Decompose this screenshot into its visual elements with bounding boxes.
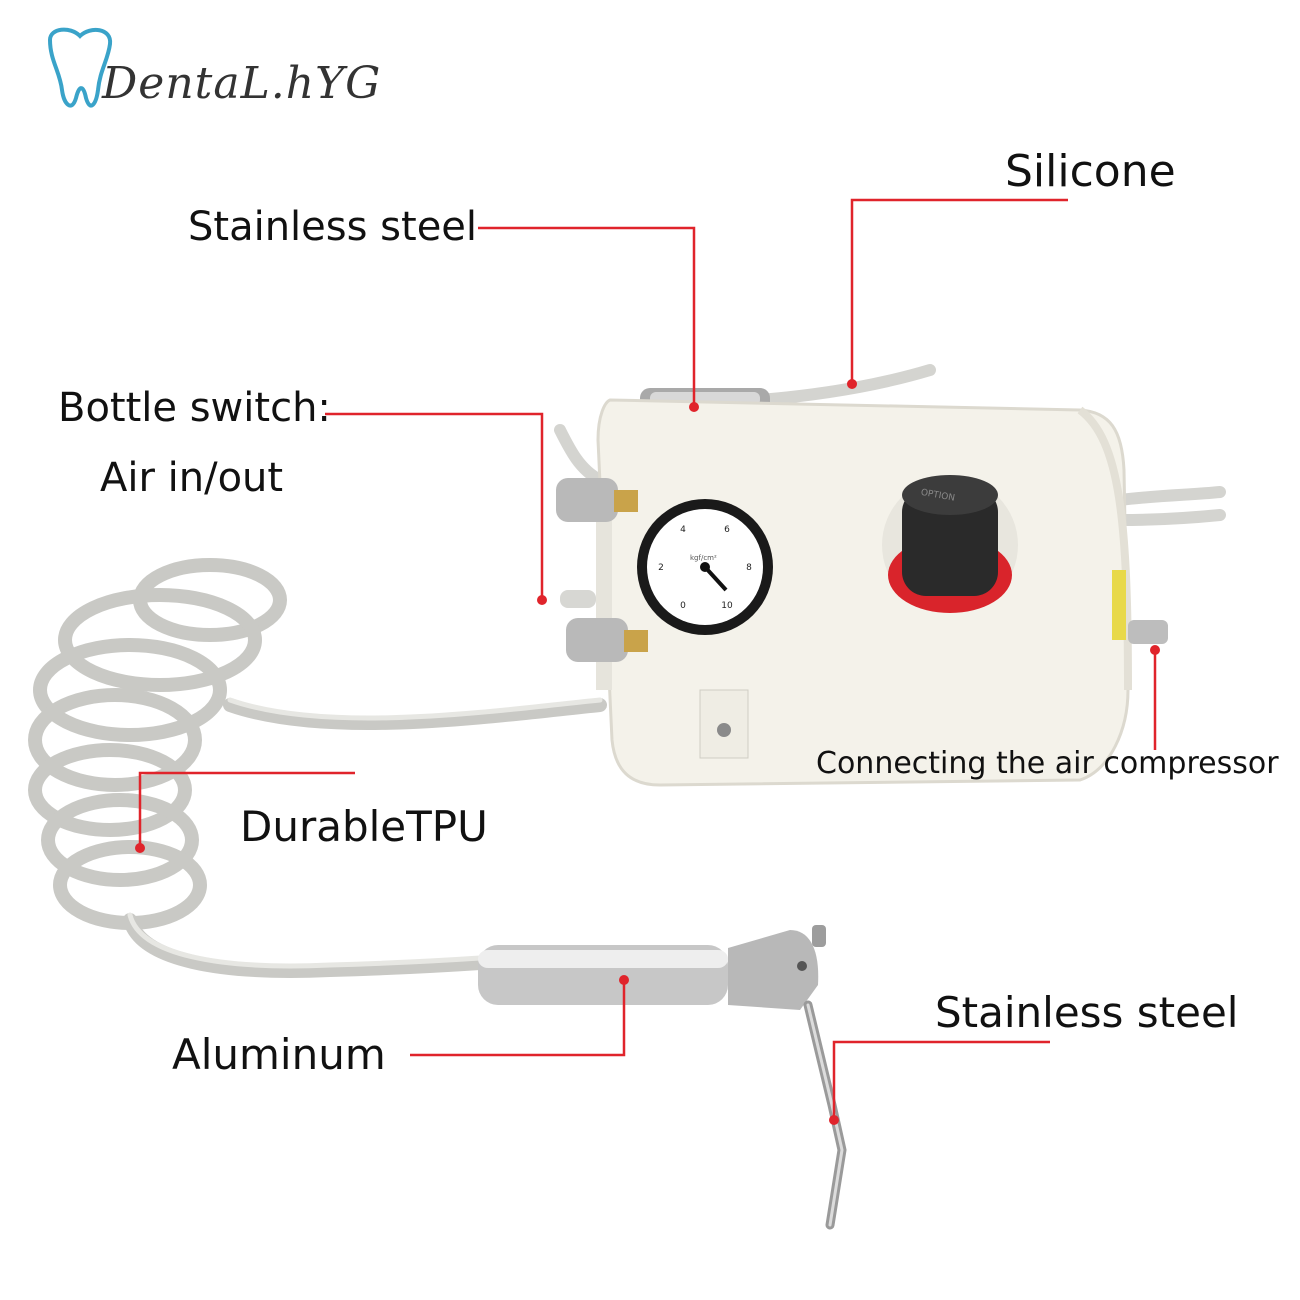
compressor-dot (1150, 645, 1160, 655)
gauge-tick-label: 10 (721, 601, 733, 611)
label-stainless-steel-tip: Stainless steel (935, 988, 1239, 1037)
bottle-switch-valves (556, 478, 648, 662)
gauge-ticks: 0 2 4 6 8 10 (658, 525, 752, 611)
tooth-icon (47, 27, 113, 108)
callout-dots (135, 379, 1160, 1125)
tip-dot (829, 1115, 839, 1125)
gauge-unit-text: kgf/cm² (690, 554, 717, 562)
gauge-tick-label: 4 (680, 525, 686, 535)
label-air-in-out: Air in/out (100, 455, 284, 501)
gauge-tick-label: 8 (746, 563, 752, 573)
label-stainless-steel-top: Stainless steel (188, 204, 478, 250)
coiled-tube (28, 558, 607, 978)
bottle-switch-dot (537, 595, 547, 605)
label-air-compressor: Connecting the air compressor (816, 746, 1279, 781)
gauge-tick-label: 2 (658, 563, 664, 573)
gauge-tick-label: 6 (724, 525, 730, 535)
mounting-tab (699, 689, 749, 759)
air-syringe-handpiece (478, 925, 847, 1230)
silicone-dot (847, 379, 857, 389)
stainless-steel-top-leader-line (478, 226, 696, 407)
bottle-switch-leader-line (325, 412, 544, 600)
label-durable-tpu: DurableTPU (240, 802, 488, 851)
regulator-knob: OPTION (882, 475, 1018, 613)
silicone-leader-line (850, 198, 1068, 384)
tpu-leader-line (138, 771, 355, 848)
brand-name: DentaL.hYG (102, 58, 382, 109)
label-aluminum: Aluminum (172, 1030, 386, 1079)
label-silicone: Silicone (1005, 146, 1176, 197)
silicone-hoses (554, 364, 1226, 526)
tpu-dot (135, 843, 145, 853)
brand-logo: DentaL.hYG (40, 20, 380, 120)
compressor-fitting (1112, 570, 1168, 644)
stainless-steel-top-dot (689, 402, 699, 412)
tip-leader-line (832, 1040, 1050, 1120)
gauge-tick-label: 0 (680, 601, 686, 611)
pressure-gauge: 0 2 4 6 8 10 kgf/cm² (637, 499, 773, 635)
aluminum-leader-line (410, 980, 626, 1057)
callout-lines (138, 198, 1157, 1120)
aluminum-dot (619, 975, 629, 985)
label-bottle-switch: Bottle switch: (58, 385, 331, 431)
